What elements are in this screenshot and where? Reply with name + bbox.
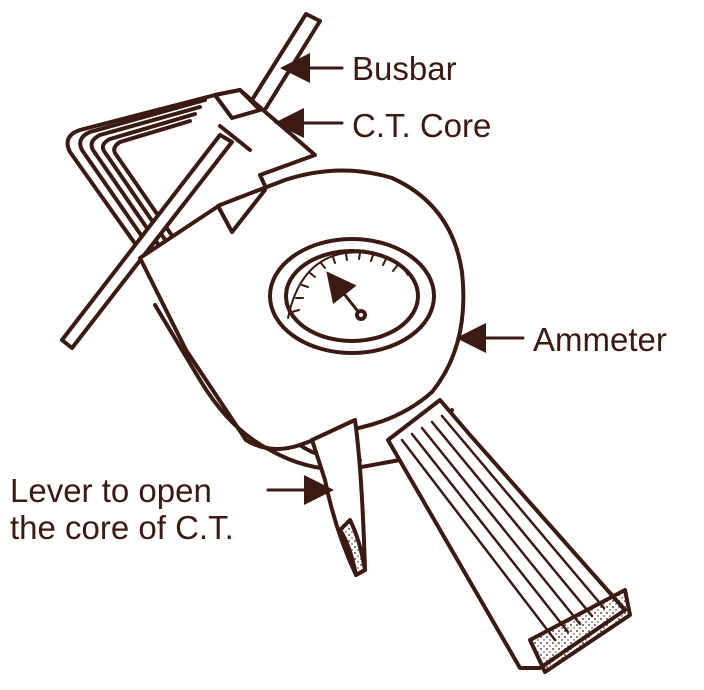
lever bbox=[310, 418, 367, 577]
handle bbox=[386, 398, 632, 674]
leader-lines bbox=[266, 53, 525, 505]
ct-core-label: C.T. Core bbox=[352, 107, 492, 144]
ammeter-dial bbox=[268, 237, 436, 355]
lever-label: Lever to open the core of C.T. bbox=[10, 472, 234, 546]
busbar-label: Busbar bbox=[352, 50, 457, 87]
lever-label-line2: the core of C.T. bbox=[10, 509, 234, 546]
busbar bbox=[250, 12, 322, 110]
ammeter-label: Ammeter bbox=[533, 321, 667, 358]
lever-label-line1: Lever to open bbox=[10, 472, 212, 509]
busbar-front bbox=[60, 133, 234, 350]
